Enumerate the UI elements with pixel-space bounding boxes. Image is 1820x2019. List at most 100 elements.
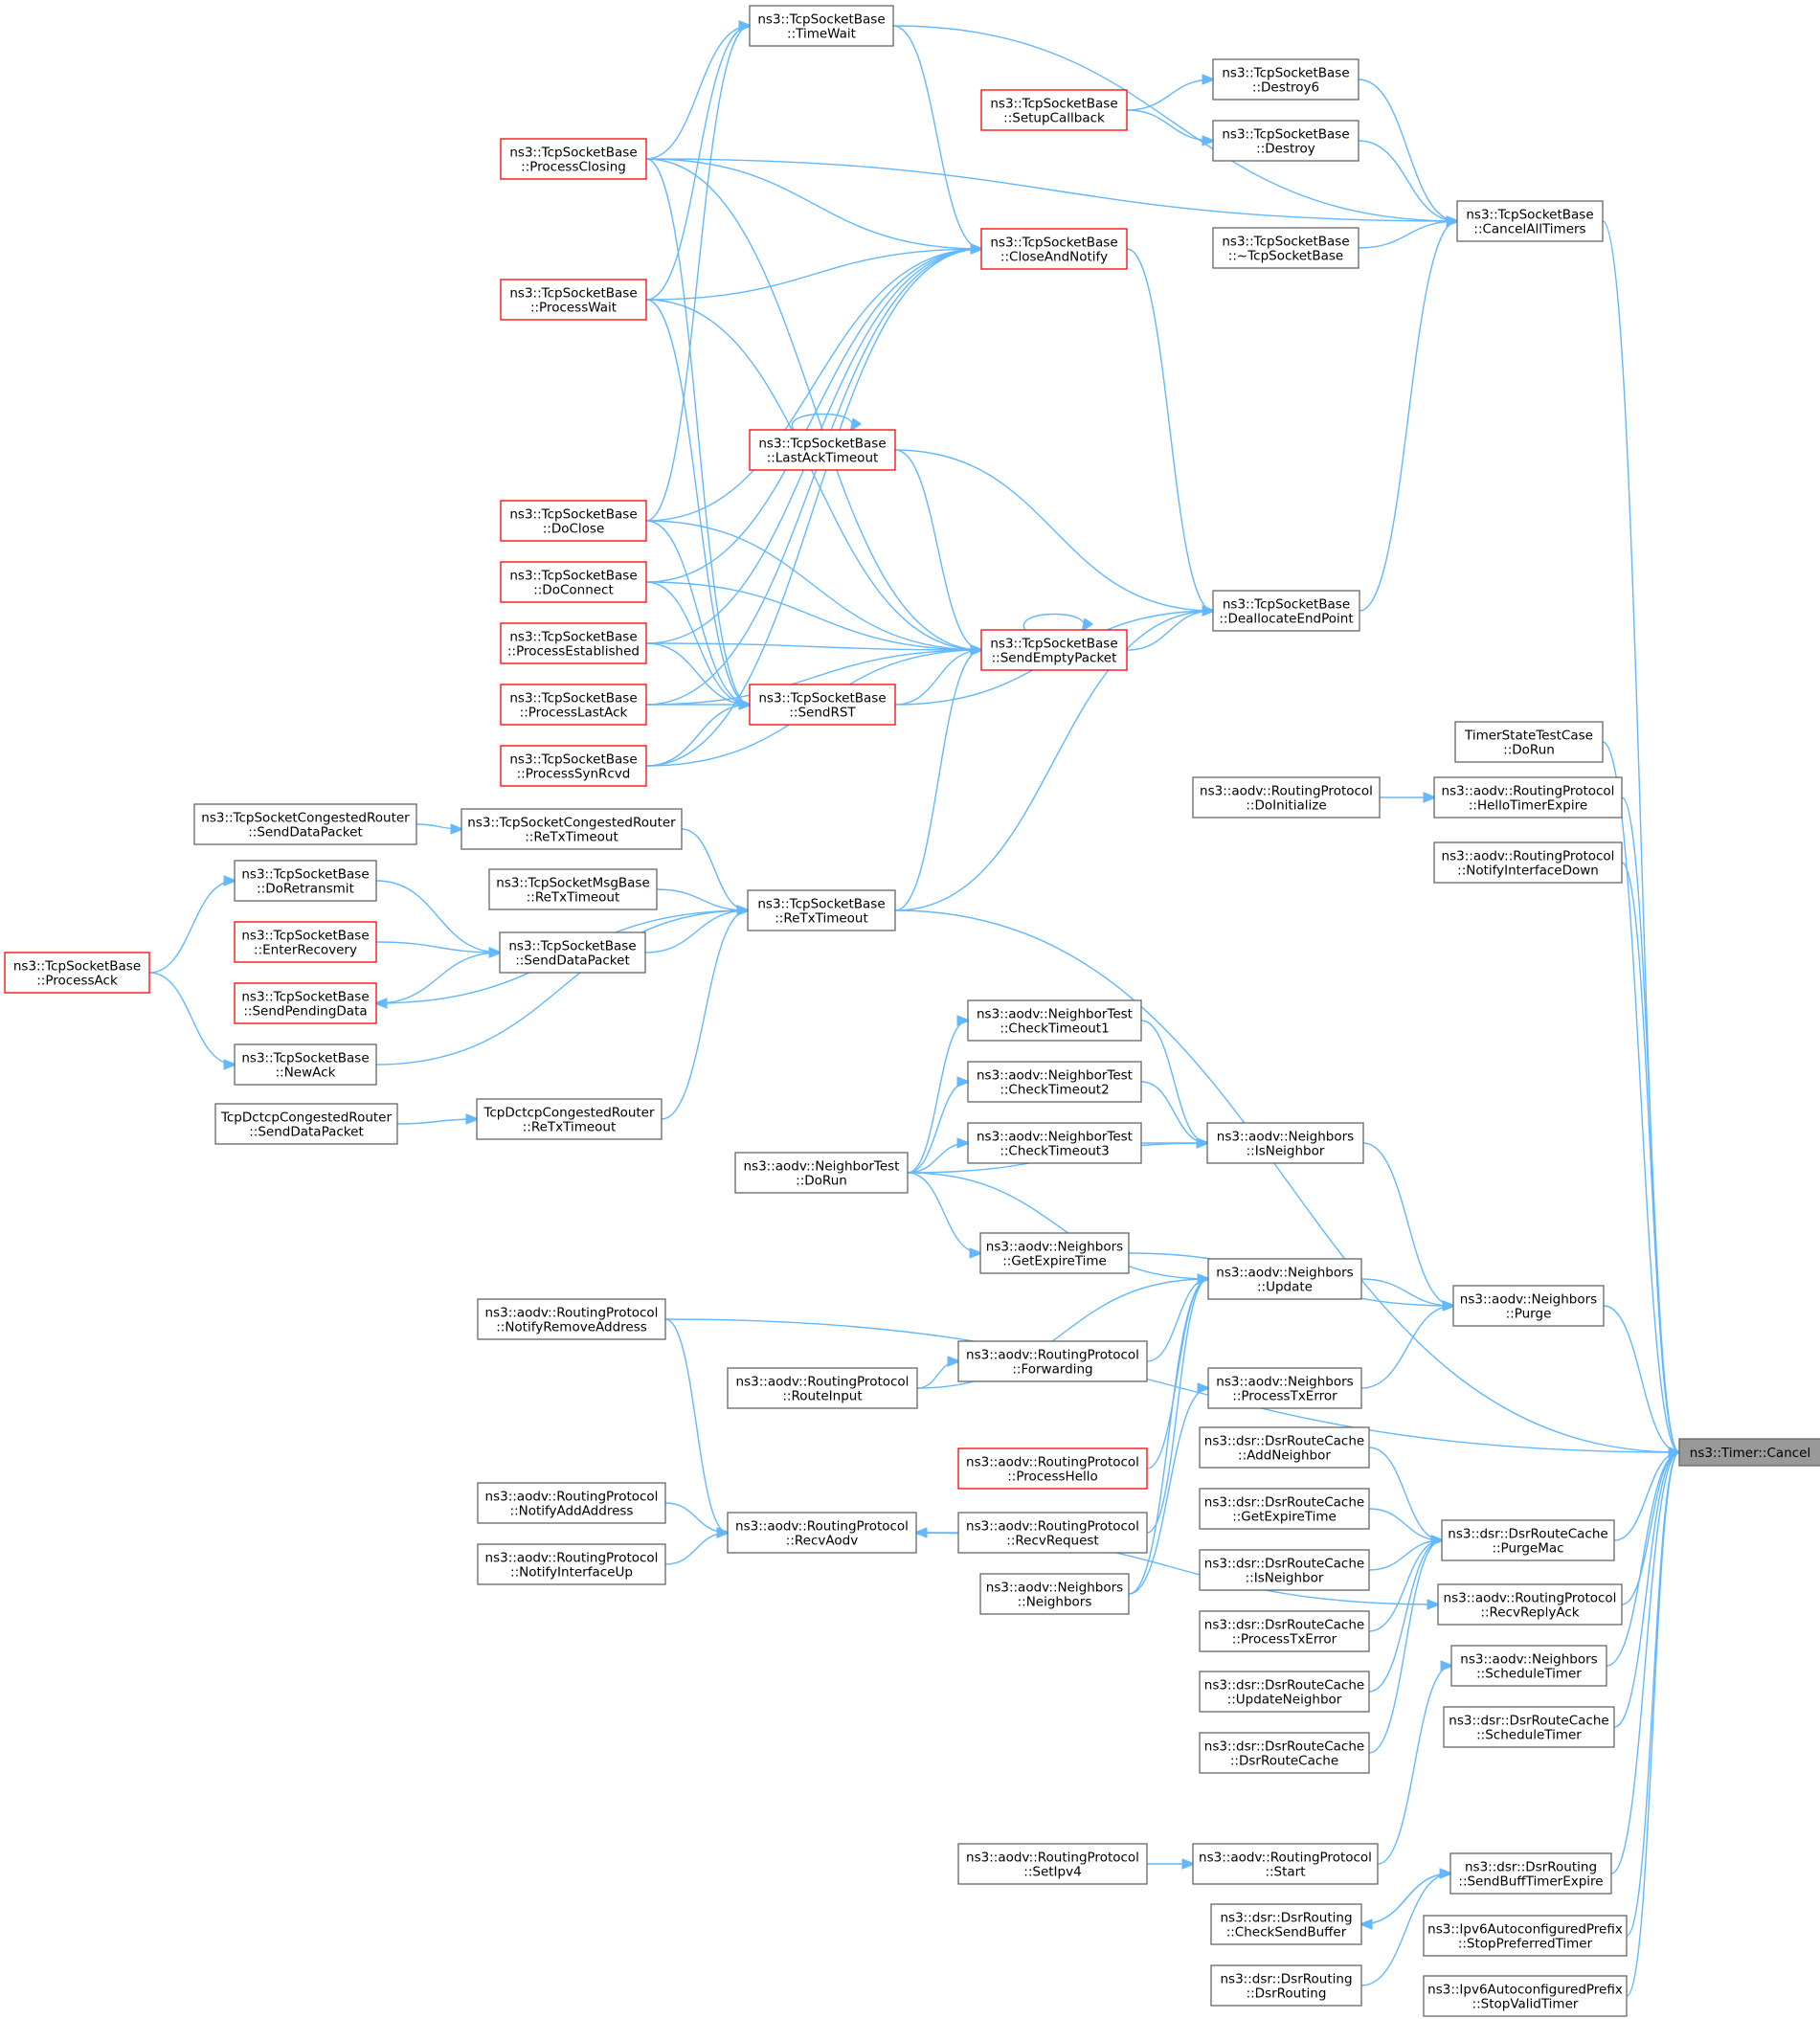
node-label: ::SendEmptyPacket [992,651,1117,666]
graph-node[interactable]: ns3::dsr::DsrRouteCache::AddNeighbor [1199,1426,1370,1469]
graph-node[interactable]: ns3::aodv::NeighborTest::CheckTimeout1 [967,999,1142,1042]
graph-node[interactable]: ns3::TcpSocketBase::DeallocateEndPoint [1212,590,1360,632]
node-label: ns3::dsr::DsrRouteCache [1204,1495,1364,1511]
graph-node[interactable]: ns3::TcpSocketBase::ProcessClosing [500,138,647,180]
graph-node[interactable]: ns3::TcpSocketBase::SendEmptyPacket [980,629,1128,671]
graph-node[interactable]: ns3::aodv::NeighborTest::CheckTimeout2 [967,1061,1142,1103]
node-label: ::PurgeMac [1492,1541,1563,1557]
graph-node[interactable]: ns3::dsr::DsrRouting::CheckSendBuffer [1210,1903,1362,1945]
graph-node[interactable]: ns3::TcpSocketBase::EnterRecovery [234,921,377,963]
node-box [488,868,658,910]
graph-node[interactable]: ns3::aodv::RoutingProtocol::HelloTimerEx… [1433,776,1623,819]
graph-node[interactable]: ns3::TcpSocketBase::DoClose [500,500,647,542]
graph-node[interactable]: ns3::aodv::Neighbors::Update [1207,1258,1362,1300]
node-label: ns3::aodv::RoutingProtocol [966,1455,1139,1470]
node-label: ns3::TcpSocketBase [1466,208,1593,223]
graph-node[interactable]: ns3::TcpSocketBase::NewAck [234,1043,377,1086]
graph-node[interactable]: ns3::TcpSocketBase::SetupCallback [980,89,1128,131]
node-box [749,684,896,726]
graph-node[interactable]: ns3::TcpSocketBase::~TcpSocketBase [1212,227,1359,269]
node-label: ::IsNeighbor [1247,1144,1325,1159]
graph-node[interactable]: ns3::aodv::RoutingProtocol::NotifyRemove… [477,1298,666,1340]
node-label: ::NotifyRemoveAddress [496,1320,647,1335]
node-label: ns3::aodv::RoutingProtocol [1200,784,1373,799]
graph-node[interactable]: ns3::aodv::NeighborTest::DoRun [734,1152,909,1194]
graph-node[interactable]: ns3::aodv::Neighbors::Purge [1452,1285,1605,1327]
graph-node[interactable]: ns3::aodv::RoutingProtocol::Start [1192,1843,1379,1885]
graph-node[interactable]: ns3::TcpSocketBase::SendDataPacket [499,931,646,974]
graph-node[interactable]: ns3::dsr::DsrRouting::SendBuffTimerExpir… [1449,1852,1612,1895]
edge-scheduletimer-to-timer_cancel [1606,1452,1679,1667]
graph-node[interactable]: ns3::aodv::Neighbors::ProcessTxError [1207,1367,1362,1409]
graph-node[interactable]: ns3::TcpSocketCongestedRouter::ReTxTimeo… [461,808,683,850]
graph-node[interactable]: ns3::TcpSocketBase::ProcessAck [4,952,150,994]
graph-node[interactable]: ns3::aodv::RoutingProtocol::Forwarding [957,1340,1148,1382]
graph-node[interactable]: ns3::Timer::Cancel [1678,1438,1820,1467]
node-label: ::ReTxTimeout [527,890,620,906]
graph-node[interactable]: ns3::dsr::DsrRouteCache::DsrRouteCache [1199,1732,1370,1774]
graph-node[interactable]: ns3::TcpSocketBase::ProcessEstablished [500,622,647,664]
node-label: ::GetExpireTime [1002,1254,1107,1269]
graph-node[interactable]: ns3::aodv::Neighbors::Neighbors [979,1573,1130,1615]
graph-node[interactable]: ns3::dsr::DsrRouteCache::UpdateNeighbor [1199,1671,1370,1713]
graph-node[interactable]: ns3::TcpSocketBase::SendPendingData [234,982,377,1024]
edge-isneighbor-to-purge [1362,1142,1453,1306]
graph-node[interactable]: ns3::TcpSocketBase::ReTxTimeout [747,889,896,931]
edge-neighbortest_dorun-to-checktimeout2 [907,1082,968,1174]
graph-node[interactable]: ns3::dsr::DsrRouting::DsrRouting [1210,1964,1362,2007]
graph-node[interactable]: ns3::TcpSocketBase::CloseAndNotify [980,228,1128,270]
graph-node[interactable]: ns3::aodv::Neighbors::ScheduleTimer [1450,1645,1607,1687]
graph-node[interactable]: ns3::aodv::RoutingProtocol::NotifyAddAdd… [477,1482,666,1524]
graph-node[interactable]: ns3::aodv::NeighborTest::CheckTimeout3 [967,1122,1142,1164]
graph-node[interactable]: ns3::aodv::RoutingProtocol::RecvReplyAck [1437,1583,1623,1626]
graph-node[interactable]: ns3::TcpSocketBase::CancelAllTimers [1456,200,1604,242]
node-label: ns3::TcpSocketBase [1222,235,1349,250]
node-label: ns3::TcpSocketBase [990,236,1117,251]
graph-node[interactable]: ns3::Ipv6AutoconfiguredPrefix::StopPrefe… [1423,1915,1628,1957]
graph-node[interactable]: ns3::aodv::RoutingProtocol::SetIpv4 [957,1843,1148,1885]
node-label: ::Neighbors [1018,1595,1092,1610]
graph-node[interactable]: ns3::TcpSocketBase::Destroy [1212,120,1359,162]
graph-node[interactable]: TcpDctcpCongestedRouter::ReTxTimeout [476,1098,663,1140]
graph-node[interactable]: ns3::TcpSocketMsgBase::ReTxTimeout [488,868,658,910]
edge-processclosing-to-sendemptypacket [645,158,981,650]
node-box [500,279,647,321]
edge-processclosing-to-sendrst [645,158,750,705]
graph-node[interactable]: ns3::dsr::DsrRouteCache::GetExpireTime [1199,1488,1370,1530]
graph-node[interactable]: ns3::aodv::RoutingProtocol::NotifyInterf… [1433,841,1623,884]
graph-node[interactable]: ns3::TcpSocketBase::DoRetransmit [234,860,377,902]
graph-node[interactable]: ns3::TcpSocketBase::SendRST [749,684,896,726]
graph-node[interactable]: ns3::dsr::DsrRouteCache::IsNeighbor [1199,1549,1370,1591]
node-box [461,808,683,850]
node-label: ::StopValidTimer [1472,1997,1579,2012]
graph-node[interactable]: ns3::aodv::RoutingProtocol::RouteInput [727,1367,918,1409]
graph-node[interactable]: ns3::TcpSocketBase::ProcessSynRcvd [500,745,647,787]
node-label: ::RouteInput [782,1389,862,1404]
graph-node[interactable]: ns3::aodv::Neighbors::GetExpireTime [979,1232,1130,1274]
graph-node[interactable]: ns3::aodv::RoutingProtocol::RecvAodv [727,1512,917,1554]
graph-node[interactable]: ns3::Ipv6AutoconfiguredPrefix::StopValid… [1423,1975,1628,2017]
edges-layer [148,26,1679,1997]
node-label: ::NewAck [276,1066,336,1081]
graph-node[interactable]: ns3::TcpSocketBase::TimeWait [749,5,894,47]
edge-aodv_hellotimer-to-timer_cancel [1621,796,1679,1452]
node-label: ::SendPendingData [243,1004,367,1020]
graph-node[interactable]: ns3::aodv::RoutingProtocol::DoInitialize [1192,776,1381,819]
graph-node[interactable]: ns3::TcpSocketBase::ProcessWait [500,279,647,321]
graph-node[interactable]: ns3::aodv::Neighbors::IsNeighbor [1206,1122,1364,1164]
graph-node[interactable]: ns3::dsr::DsrRouteCache::PurgeMac [1441,1519,1615,1561]
graph-node[interactable]: ns3::dsr::DsrRouteCache::ScheduleTimer [1443,1706,1615,1748]
graph-node[interactable]: ns3::TcpSocketCongestedRouter::SendDataP… [193,803,417,845]
graph-node[interactable]: ns3::aodv::RoutingProtocol::ProcessHello [957,1447,1148,1490]
graph-node[interactable]: TimerStateTestCase::DoRun [1454,721,1604,763]
graph-node[interactable]: ns3::TcpSocketBase::Destroy6 [1212,58,1359,101]
graph-node[interactable]: ns3::TcpSocketBase::DoConnect [500,561,647,603]
graph-node[interactable]: ns3::aodv::RoutingProtocol::NotifyInterf… [477,1543,666,1585]
edge-processlastack-to-sendemptypacket [645,650,981,706]
graph-node[interactable]: ns3::dsr::DsrRouteCache::ProcessTxError [1199,1610,1370,1652]
node-box [1454,721,1604,763]
graph-node[interactable]: ns3::TcpSocketBase::ProcessLastAck [500,684,647,726]
graph-node[interactable]: TcpDctcpCongestedRouter::SendDataPacket [214,1103,398,1145]
graph-node[interactable]: ns3::aodv::RoutingProtocol::RecvRequest [957,1512,1148,1554]
graph-node[interactable]: ns3::TcpSocketBase::LastAckTimeout [749,429,896,471]
